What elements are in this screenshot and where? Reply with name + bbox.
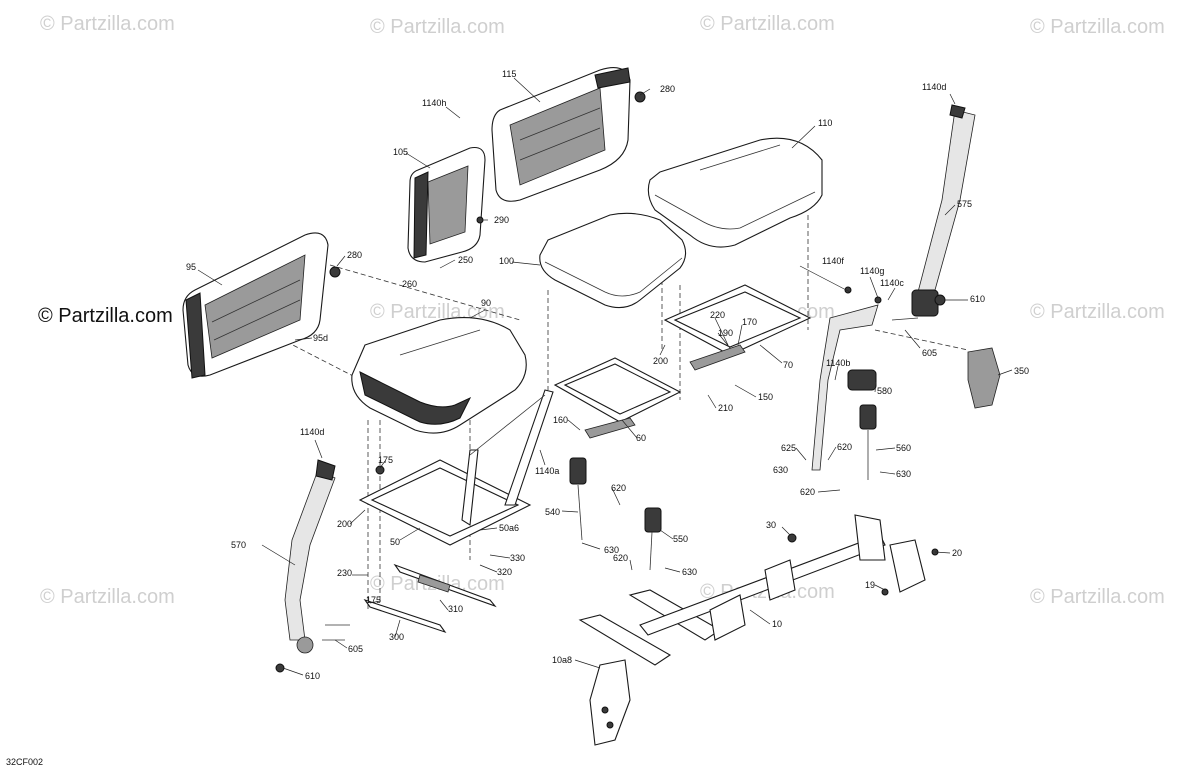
- seat-cushion-90: [351, 317, 527, 434]
- callout-280: 280: [347, 250, 362, 260]
- callout-610: 610: [305, 671, 320, 681]
- callout-95: 95: [186, 262, 196, 272]
- callout-260: 260: [402, 279, 417, 289]
- callout-310: 310: [448, 604, 463, 614]
- callout-320: 320: [497, 567, 512, 577]
- callout-1140b: 1140b: [826, 358, 850, 368]
- cover-350: [967, 347, 1001, 409]
- callout-70: 70: [783, 360, 793, 370]
- callout-570: 570: [231, 540, 246, 550]
- seat-frame-50: [358, 389, 554, 546]
- callout-1140f: 1140f: [822, 256, 844, 266]
- seat-cushion-100: [539, 212, 687, 309]
- watermark: © Partzilla.com: [700, 13, 835, 35]
- callout-620: 620: [611, 483, 626, 493]
- callout-250: 250: [458, 255, 473, 265]
- watermark-strong: © Partzilla.com: [38, 305, 173, 327]
- watermark: © Partzilla.com: [1030, 301, 1165, 323]
- backrest-105: [407, 146, 486, 263]
- base-frame-10: [578, 514, 926, 746]
- callout-1140a: 1140a: [535, 466, 559, 476]
- callout-220: 220: [710, 310, 725, 320]
- callout-630: 630: [773, 465, 788, 475]
- watermark: © Partzilla.com: [40, 13, 175, 35]
- callout-210: 210: [718, 403, 733, 413]
- backrest-115: [491, 67, 631, 202]
- callout-19: 19: [865, 580, 875, 590]
- watermark: © Partzilla.com: [1030, 586, 1165, 608]
- callout-90: 90: [481, 298, 491, 308]
- callout-labels: 115 280 1140h 110 105 1140d 575 290 280 …: [186, 69, 1029, 681]
- callout-150: 150: [758, 392, 773, 402]
- watermark: © Partzilla.com: [370, 16, 505, 38]
- callout-630: 630: [682, 567, 697, 577]
- callout-605: 605: [922, 348, 937, 358]
- callout-300: 300: [389, 632, 404, 642]
- callout-10a8: 10a8: [552, 655, 572, 665]
- callout-190: 190: [718, 328, 733, 338]
- callout-580: 580: [877, 386, 892, 396]
- callout-1140d: 1140d: [922, 82, 946, 92]
- buckle-540: [569, 457, 587, 541]
- callout-30: 30: [766, 520, 776, 530]
- callout-605: 605: [348, 644, 363, 654]
- callout-560: 560: [896, 443, 911, 453]
- backrest-95: [182, 232, 329, 379]
- callout-575: 575: [957, 199, 972, 209]
- callout-330: 330: [510, 553, 525, 563]
- seat-cushion-110: [647, 137, 823, 248]
- callout-620: 620: [837, 442, 852, 452]
- slide-rail-300: [363, 563, 497, 634]
- callout-280: 280: [660, 84, 675, 94]
- seat-frame-60: [553, 357, 682, 439]
- callout-290: 290: [494, 215, 509, 225]
- callout-1140g: 1140g: [860, 266, 884, 276]
- callout-620: 620: [613, 553, 628, 563]
- callout-200: 200: [653, 356, 668, 366]
- watermark: © Partzilla.com: [1030, 16, 1165, 38]
- callout-100: 100: [499, 256, 514, 266]
- seat-belt-575: [911, 104, 976, 317]
- buckle-550: [644, 507, 662, 571]
- callout-630: 630: [604, 545, 619, 555]
- callout-175: 175: [366, 595, 381, 605]
- callout-10: 10: [772, 619, 782, 629]
- watermark: © Partzilla.com: [40, 586, 175, 608]
- callout-620: 620: [800, 487, 815, 497]
- callout-95d: 95d: [313, 333, 328, 343]
- callout-115: 115: [502, 69, 516, 79]
- callout-110: 110: [818, 118, 832, 128]
- callout-550: 550: [673, 534, 688, 544]
- seat-frame-70: [663, 284, 812, 371]
- callout-200: 200: [337, 519, 352, 529]
- buckle-560: [859, 404, 877, 480]
- callout-50: 50: [390, 537, 400, 547]
- callout-1140h: 1140h: [422, 98, 446, 108]
- callout-610: 610: [970, 294, 985, 304]
- callout-105: 105: [393, 147, 408, 157]
- callout-630: 630: [896, 469, 911, 479]
- callout-540: 540: [545, 507, 560, 517]
- callout-625: 625: [781, 443, 796, 453]
- seat-belt-570: [284, 459, 336, 654]
- callout-350: 350: [1014, 366, 1029, 376]
- callout-60: 60: [636, 433, 646, 443]
- callout-230: 230: [337, 568, 352, 578]
- callout-175: 175: [378, 455, 393, 465]
- callout-160: 160: [553, 415, 568, 425]
- diagram-code: 32CF002: [6, 757, 43, 767]
- seat-belt-580: [811, 304, 879, 471]
- callout-1140c: 1140c: [880, 278, 904, 288]
- leader-lines: [197, 77, 1013, 676]
- callout-50a6: 50a6: [499, 523, 519, 533]
- callout-20: 20: [952, 548, 962, 558]
- callout-170: 170: [742, 317, 757, 327]
- callout-1140d: 1140d: [300, 427, 324, 437]
